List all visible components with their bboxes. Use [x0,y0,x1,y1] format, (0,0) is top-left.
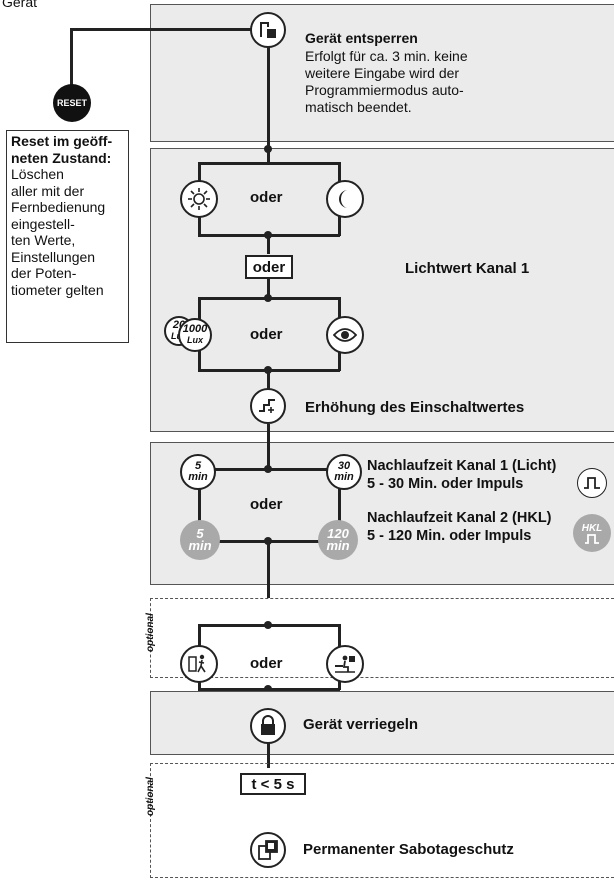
ch1-title: Nachlaufzeit Kanal 1 (Licht) [367,458,557,474]
reset-title-1: Reset im geöff- [11,133,113,149]
oder-label: oder [250,189,283,206]
reset-line-3: Fernbedienung [11,199,106,215]
reset-info-box: Reset im geöff- neten Zustand: Löschen a… [6,130,129,343]
unlock-panel [150,4,614,142]
reset-line-6: Einstellungen [11,248,96,265]
step-increase-icon[interactable] [250,388,286,424]
loop1-top [198,162,340,165]
lock-icon[interactable] [250,708,286,744]
reset-line-1: Löschen [11,166,64,182]
loop3-right [338,468,341,542]
time-120min-ch2-icon[interactable]: 120 min [318,520,358,560]
spine-5 [267,369,270,391]
runtime-panel [150,442,614,585]
light-panel [150,148,614,432]
reset-connector-v [70,28,73,90]
lock-panel [150,691,614,755]
spine-4 [267,279,270,299]
unlock-desc-2: weitere Eingabe wird der [305,65,460,81]
reset-title-2: neten Zustand: [11,149,112,166]
time-box-front: t < 5 s [240,773,306,795]
reset-line-7: der Poten- [11,265,77,281]
spine-6 [267,424,270,472]
pulse-icon[interactable] [577,468,607,498]
optional-1-panel [150,598,614,678]
ch2-range: 5 - 120 Min. oder Impuls [367,528,532,544]
oder-label: oder [250,326,283,343]
optional-1-label: optional [145,613,156,652]
spine-2 [267,148,270,164]
ch2-title: Nachlaufzeit Kanal 2 (HKL) [367,510,552,526]
oder-label: oder [250,655,283,672]
unlock-icon[interactable] [250,12,286,48]
lock-label: Gerät verriegeln [303,716,419,733]
lux-1000-icon[interactable]: 1000 Lux [178,318,212,352]
time-30min-icon[interactable]: 30 min [326,454,362,490]
reset-line-8: tiometer gelten [11,281,104,298]
junction-dot [264,465,272,473]
reset-line-4: eingestell- [11,215,75,232]
unlock-title: Gerät entsperren [305,30,418,46]
reset-line-2: aller mit der [11,182,85,199]
unlock-desc-4: matisch beendet. [305,99,412,115]
time-5min-icon[interactable]: 5 min [180,454,216,490]
person-leaving-icon[interactable] [180,645,218,683]
unlock-desc-3: Programmiermodus auto- [305,82,464,98]
reset-line-5: ten Werte, [11,232,76,248]
moon-icon[interactable] [326,180,364,218]
oder-box: oder [245,255,293,279]
optional-2-panel [150,763,614,878]
reset-button-label: RESET [56,98,87,108]
reset-connector-h [70,28,252,31]
loop3-left [198,468,201,542]
spine-3 [267,234,270,254]
sabotage-icon[interactable] [250,832,286,868]
spine-1 [267,45,270,165]
unlock-desc-1: Erfolgt für ca. 3 min. keine [305,48,468,64]
reset-button[interactable]: RESET [53,84,91,122]
optional-2-label: optional [145,777,156,816]
eye-icon[interactable] [326,316,364,354]
increase-label: Erhöhung des Einschaltwertes [305,399,525,416]
ch1-range: 5 - 30 Min. oder Impuls [367,476,524,492]
top-label: Gerät [2,0,38,10]
time-5min-ch2-icon[interactable]: 5 min [180,520,220,560]
light-channel-label: Lichtwert Kanal 1 [405,260,530,277]
sabotage-label: Permanenter Sabotageschutz [303,841,514,858]
hkl-pulse-icon[interactable]: HKL [573,514,611,552]
junction-dot [264,621,272,629]
junction-dot [264,294,272,302]
sun-icon[interactable] [180,180,218,218]
spine-7 [267,540,270,630]
person-desk-icon[interactable] [326,645,364,683]
spine-8b [267,740,270,760]
oder-label: oder [250,496,283,513]
